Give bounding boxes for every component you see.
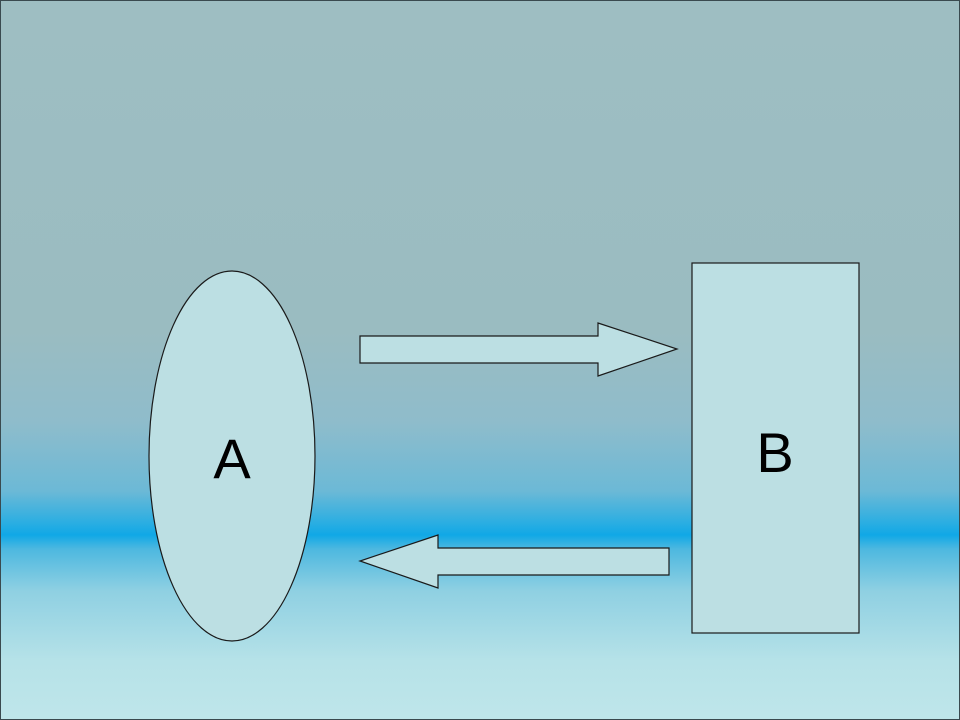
arrow-b-to-a[interactable] — [358, 534, 670, 589]
node-b-shape[interactable] — [691, 262, 860, 634]
node-a-label: A — [213, 427, 251, 490]
node-b[interactable]: B — [691, 262, 860, 634]
arrow-a-to-b[interactable] — [359, 322, 679, 377]
node-a[interactable]: A — [148, 270, 316, 642]
node-a-shape[interactable] — [148, 270, 316, 642]
node-b-label: B — [756, 421, 793, 484]
